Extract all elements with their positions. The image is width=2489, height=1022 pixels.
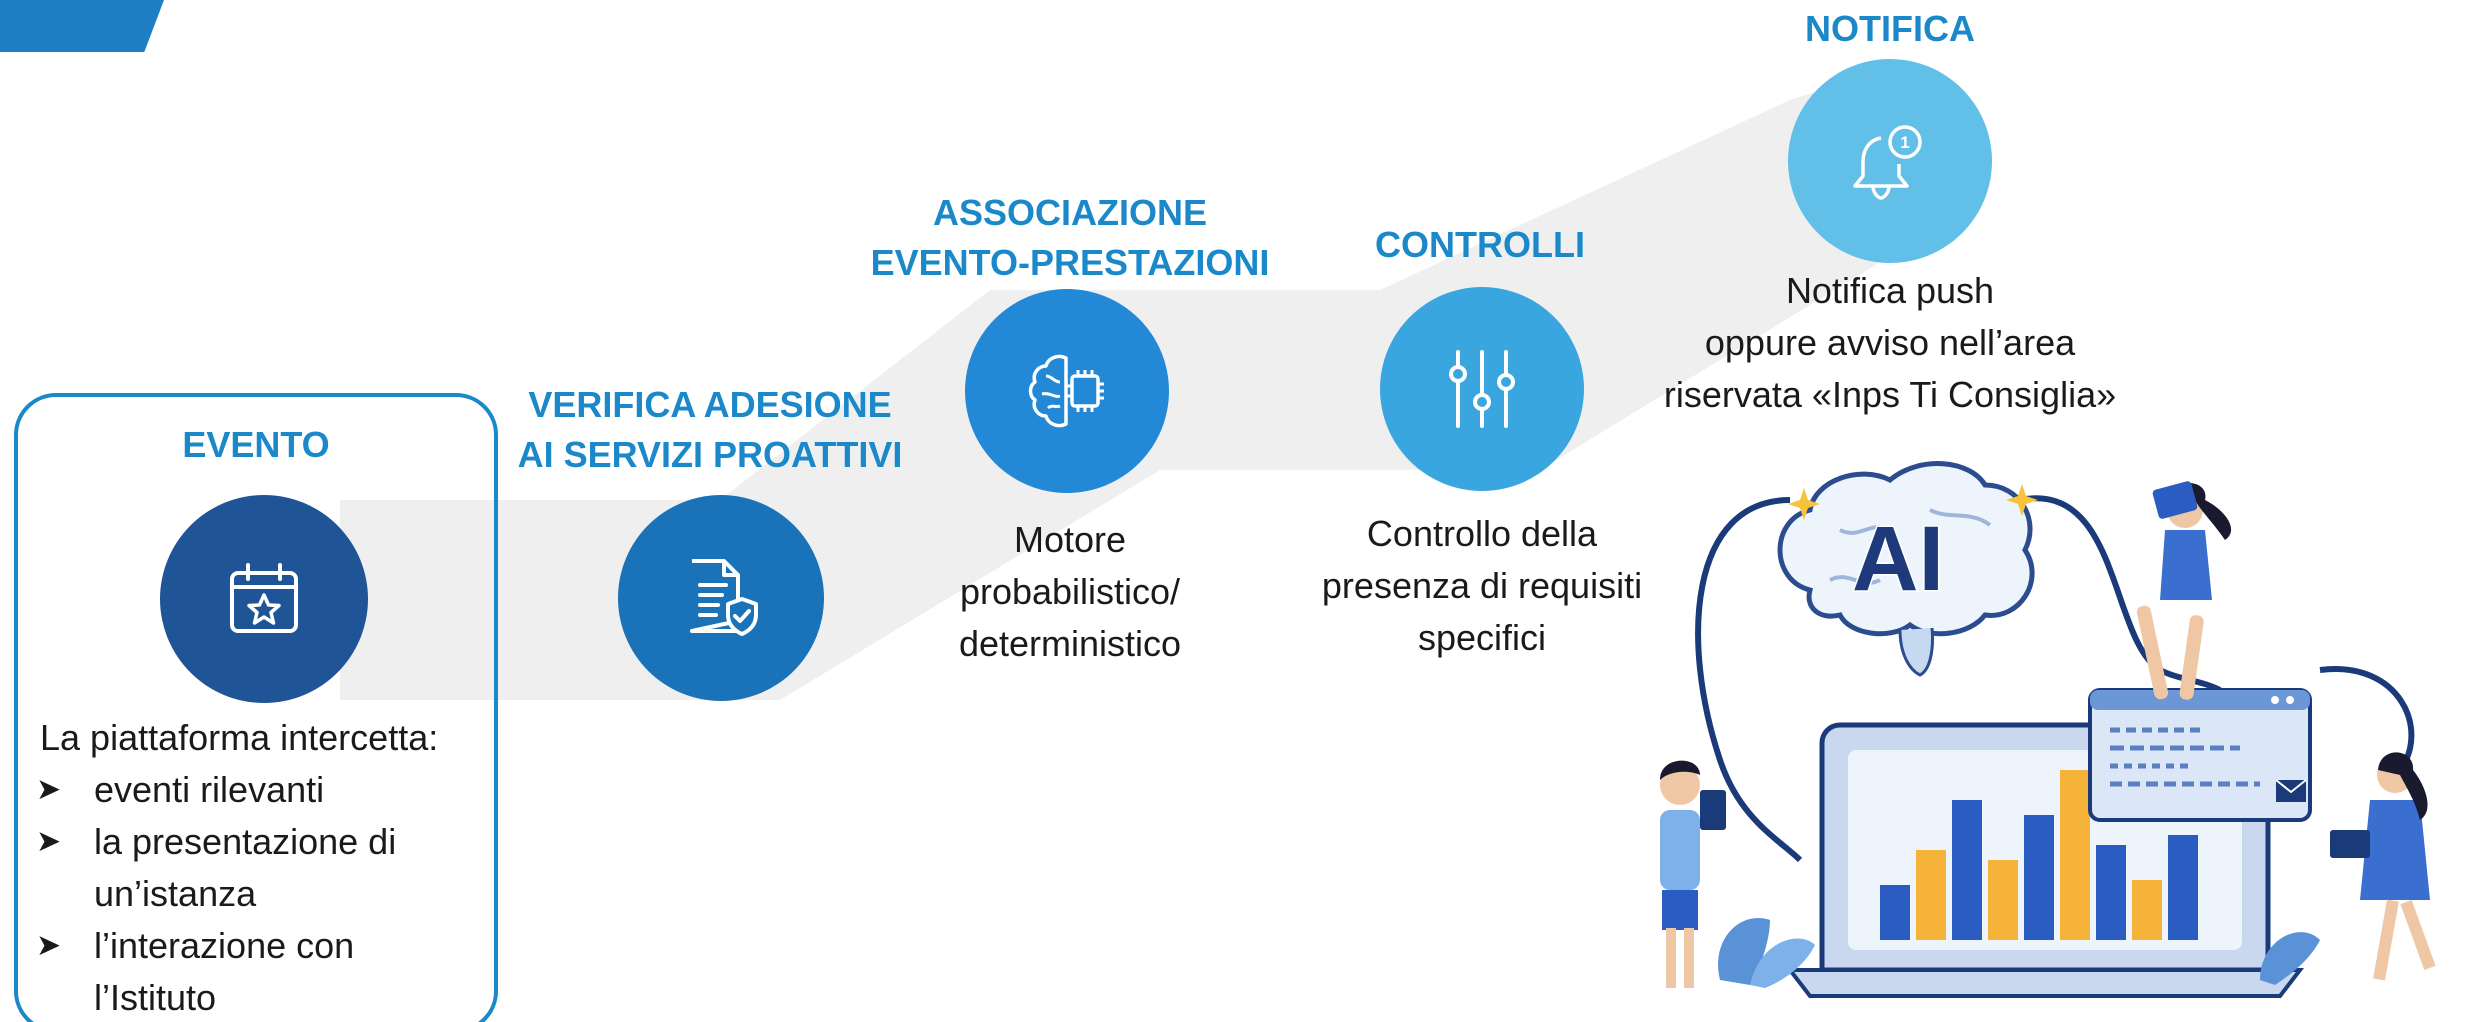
controlli-title: CONTROLLI [1375, 224, 1585, 265]
tablet [2330, 830, 2370, 858]
bar [2168, 835, 2198, 940]
evento-panel [14, 393, 498, 1022]
ai-brain-icon: AI [1777, 461, 2035, 677]
cable-left [1695, 497, 1803, 863]
controlli-description: Controllo della presenza di requisiti sp… [1321, 513, 1643, 658]
bar [2132, 880, 2162, 940]
evento-circle [160, 495, 368, 703]
list-item: ➤ l’interazione con l’Istituto [36, 920, 506, 1022]
bell-notification-icon: 1 [1853, 125, 1922, 200]
verifica-circle [618, 495, 824, 701]
person-right [2330, 752, 2436, 981]
associazione-description: Motore probabilistico/ deterministico [958, 519, 1182, 664]
ai-analytics-illustration: AI [1660, 461, 2436, 998]
sliders-icon [1449, 350, 1515, 428]
tablet [2152, 481, 2198, 519]
verifica-title: VERIFICA ADESIONE AI SERVIZI PROATTIVI [517, 384, 903, 475]
sparkle-icon [1788, 488, 1820, 520]
tablet [1700, 790, 1726, 830]
bar [1952, 800, 1982, 940]
bar [1988, 860, 2018, 940]
associazione-circle [965, 289, 1169, 493]
evento-description: La piattaforma intercetta: ➤ eventi rile… [36, 712, 506, 1022]
associazione-title: ASSOCIAZIONE EVENTO-PRESTAZIONI [870, 192, 1270, 283]
notification-badge: 1 [1900, 133, 1909, 152]
calendar-star-icon [230, 563, 298, 633]
list-item: ➤ la presentazione di un’istanza [36, 816, 506, 920]
cable-far-right [2319, 666, 2415, 772]
person-top [2136, 481, 2232, 700]
corner-accent-tab [0, 0, 164, 52]
evento-title: EVENTO [182, 424, 330, 465]
controlli-circle [1380, 287, 1584, 491]
code-window [2088, 688, 2312, 822]
bar [1916, 850, 1946, 940]
sparkle-icon [2006, 484, 2038, 516]
arrow-bullet-icon: ➤ [36, 825, 62, 858]
brain-label: AI [1852, 508, 1944, 610]
bar [2060, 770, 2090, 940]
person-left [1660, 760, 1726, 988]
evento-intro: La piattaforma intercetta: [40, 717, 439, 758]
bar [2024, 815, 2054, 940]
document-shield-icon [690, 559, 758, 636]
notifica-circle: 1 [1788, 59, 1992, 263]
arrow-bullet-icon: ➤ [36, 929, 62, 962]
list-item: ➤ eventi rilevanti [36, 764, 506, 816]
notifica-description: Notifica push oppure avviso nell’area ri… [1663, 270, 2117, 415]
brain-chip-icon [1028, 354, 1104, 428]
notifica-title: NOTIFICA [1805, 8, 1975, 49]
bar [2096, 845, 2126, 940]
arrow-bullet-icon: ➤ [36, 773, 62, 806]
bar [1880, 885, 1910, 940]
plant-right [2260, 932, 2320, 985]
